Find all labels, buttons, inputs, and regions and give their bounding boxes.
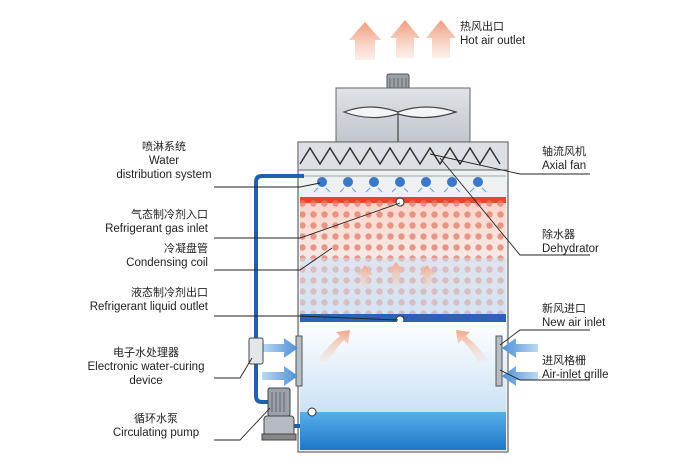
- axial-fan-label: 轴流风机 Axial fan: [542, 145, 586, 173]
- water-distribution-cn: 喷淋系统: [142, 141, 186, 153]
- refrigerant-liquid-outlet-cn: 液态制冷剂出口: [131, 287, 208, 299]
- dehydrator-cn: 除水器: [542, 229, 575, 241]
- electronic-water-curing-label: 电子水处理器 Electronic water-curing device: [78, 346, 214, 388]
- axial-fan-en: Axial fan: [542, 160, 587, 172]
- condensing-coil-label: 冷凝盘管 Condensing coil: [80, 242, 208, 270]
- water-distribution-nozzles: [300, 175, 506, 193]
- water-pipe: [254, 174, 304, 404]
- dehydrator: [297, 141, 509, 171]
- refrigerant-liquid-outlet-en: Refrigerant liquid outlet: [89, 301, 208, 313]
- hot-air-outlet-cn: 热风出口: [460, 21, 504, 33]
- grille-icon: [295, 335, 503, 387]
- hot-air-arrows: [349, 20, 456, 60]
- hot-air-outlet-label: 热风出口 Hot air outlet: [460, 20, 525, 48]
- condensing-coil-en: Condensing coil: [126, 257, 208, 269]
- circulating-pump-label: 循环水泵 Circulating pump: [100, 412, 212, 440]
- electronic-water-curing-en1: Electronic water-curing: [87, 361, 205, 373]
- circulating-pump-cn: 循环水泵: [134, 413, 178, 425]
- left-air-inlet-arrows: [262, 338, 298, 386]
- air-inlet-grille-label: 进风格栅 Air-inlet grille: [542, 354, 608, 382]
- right-air-inlet-arrows: [502, 338, 538, 386]
- water-distribution-label: 喷淋系统 Water distribution system: [104, 140, 224, 182]
- new-air-inlet-label: 新风进口 New air inlet: [542, 302, 605, 330]
- condensing-coil: [300, 197, 506, 325]
- electronic-water-curing-en2: device: [129, 375, 163, 387]
- fan-icon: [342, 106, 458, 142]
- dehydrator-en: Dehydrator: [542, 243, 599, 255]
- leader-lines: [214, 153, 590, 441]
- refrigerant-gas-inlet-en: Refrigerant gas inlet: [105, 223, 208, 235]
- air-inlet-grille-en: Air-inlet grille: [542, 369, 609, 381]
- refrigerant-liquid-outlet-label: 液态制冷剂出口 Refrigerant liquid outlet: [60, 286, 208, 314]
- water-distribution-en1: Water: [148, 155, 180, 167]
- new-air-inlet-cn: 新风进口: [542, 303, 586, 315]
- refrigerant-gas-inlet-label: 气态制冷剂入口 Refrigerant gas inlet: [80, 208, 208, 236]
- air-inflow-arrows: [318, 330, 488, 362]
- new-air-inlet-en: New air inlet: [542, 317, 606, 329]
- dehydrator-label: 除水器 Dehydrator: [542, 228, 599, 256]
- air-inlet-grille-cn: 进风格栅: [542, 355, 586, 367]
- water-curing-device: [248, 337, 264, 365]
- circulating-pump-en: Circulating pump: [112, 427, 200, 439]
- hot-air-outlet-en: Hot air outlet: [460, 35, 526, 47]
- axial-fan-cn: 轴流风机: [542, 146, 586, 158]
- nozzle-icon: [317, 177, 483, 187]
- electronic-water-curing-cn: 电子水处理器: [113, 347, 179, 359]
- refrigerant-gas-inlet-cn: 气态制冷剂入口: [131, 209, 208, 221]
- water-distribution-en2: distribution system: [116, 169, 212, 181]
- condensing-coil-cn: 冷凝盘管: [164, 243, 208, 255]
- pump-icon: [261, 387, 300, 441]
